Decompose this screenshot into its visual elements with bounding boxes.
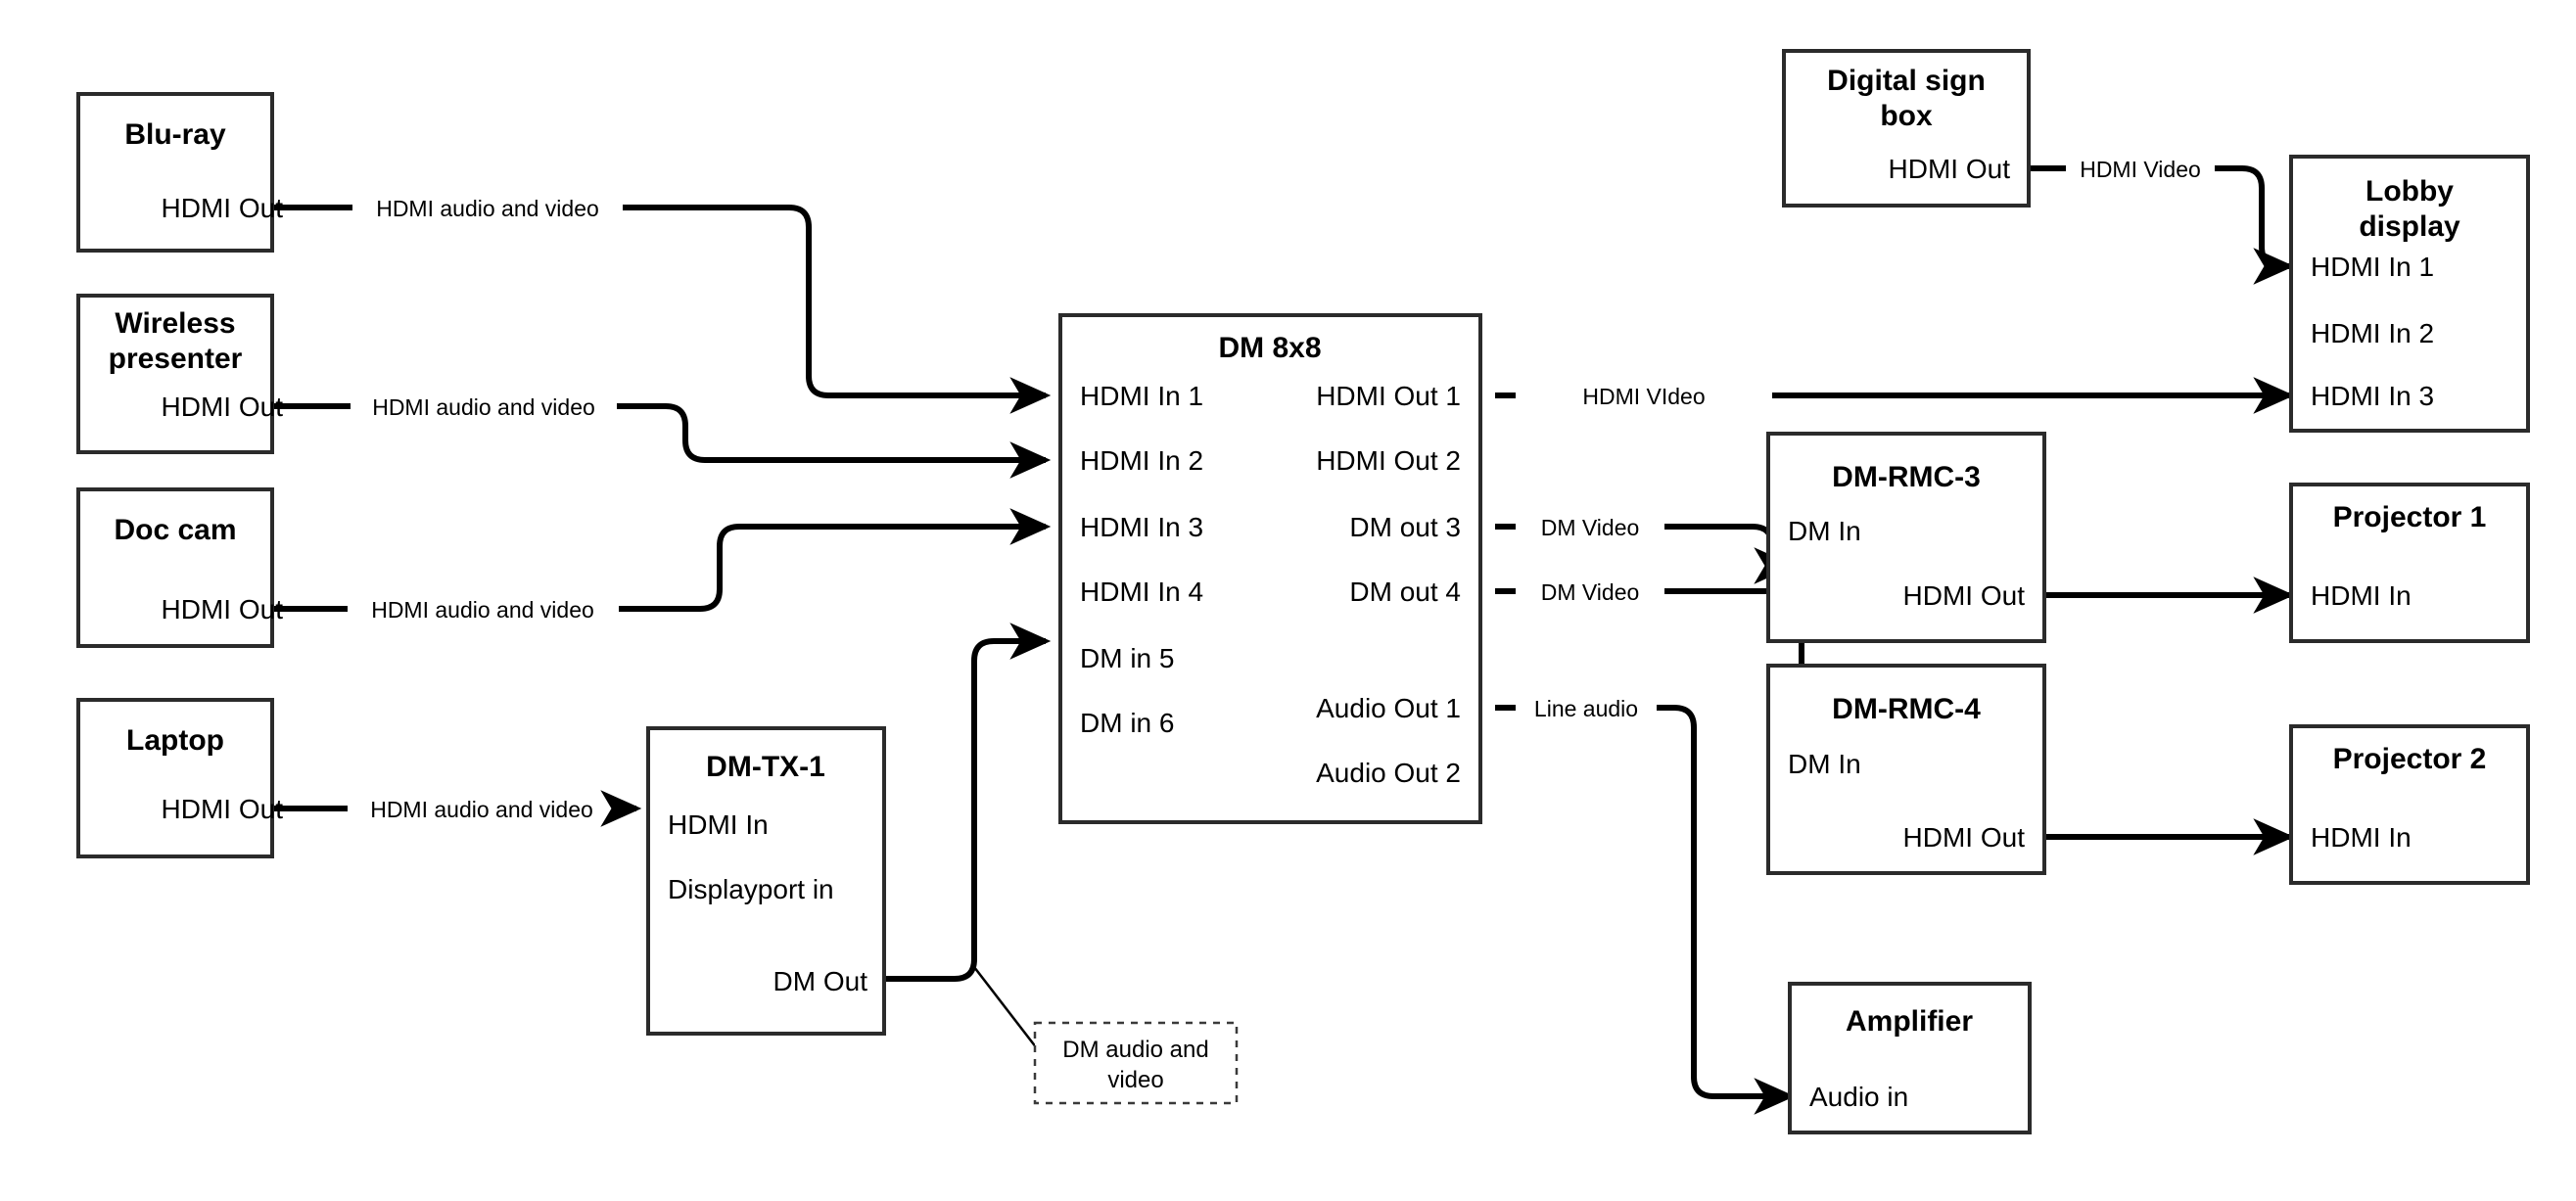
port-hdmi-out: HDMI Out	[162, 794, 284, 824]
block-title-line1: Wireless	[115, 307, 235, 340]
edge-label-line-audio: Line audio	[1534, 696, 1638, 721]
block-dm-8x8[interactable]: DM 8x8 HDMI In 1 HDMI In 2 HDMI In 3 HDM…	[1058, 313, 1482, 824]
wire-bluray-to-dm8x8-in1	[192, 205, 1046, 395]
edge-label-doccam: HDMI audio and video	[371, 597, 594, 623]
block-title-line2: box	[1880, 100, 1933, 132]
port-audio-in: Audio in	[1809, 1082, 1908, 1112]
edge-label-hdmi-out1: HDMI VIdeo	[1582, 384, 1705, 409]
block-projector-2[interactable]: Projector 2 HDMI In	[2289, 724, 2530, 885]
edge-label-dm-out3: DM Video	[1541, 515, 1640, 540]
block-dm-rmc-4[interactable]: DM-RMC-4 DM In HDMI Out	[1766, 664, 2046, 875]
leader-line-callout	[973, 966, 1041, 1053]
port-hdmi-out-2: HDMI Out 2	[1316, 445, 1461, 476]
port-hdmi-out: HDMI Out	[162, 392, 284, 422]
port-hdmi-in: HDMI In	[2311, 822, 2412, 853]
block-title: Laptop	[126, 724, 224, 757]
wire-dmtx1-to-dm8x8-in5	[884, 623, 1052, 982]
block-wireless-presenter[interactable]: Wireless presenter HDMI Out	[76, 294, 284, 454]
block-title: Projector 2	[2333, 743, 2487, 775]
port-hdmi-in-2: HDMI In 2	[2311, 318, 2434, 348]
port-dm-in-5: DM in 5	[1080, 643, 1174, 673]
port-audio-out-2: Audio Out 2	[1316, 758, 1461, 788]
block-projector-1[interactable]: Projector 1 HDMI In	[2289, 483, 2530, 643]
block-title: DM-RMC-3	[1832, 461, 1981, 493]
wire-signbox-to-lobby-in1	[2030, 165, 2289, 266]
port-hdmi-out: HDMI Out	[1903, 580, 2026, 611]
block-title: DM-TX-1	[706, 751, 825, 783]
block-doc-cam[interactable]: Doc cam HDMI Out	[76, 487, 284, 648]
block-bluray[interactable]: Blu-ray HDMI Out	[76, 92, 284, 253]
port-hdmi-in-3: HDMI In 3	[1080, 512, 1203, 542]
block-title: Amplifier	[1846, 1005, 1973, 1038]
edge-label-wireless: HDMI audio and video	[372, 394, 595, 420]
port-dm-out-3: DM out 3	[1349, 512, 1461, 542]
port-hdmi-in-3: HDMI In 3	[2311, 381, 2434, 411]
edge-label-laptop: HDMI audio and video	[370, 797, 593, 822]
block-lobby-display[interactable]: Lobby display HDMI In 1 HDMI In 2 HDMI I…	[2289, 155, 2530, 433]
block-title-line2: presenter	[109, 343, 243, 375]
port-hdmi-out-1: HDMI Out 1	[1316, 381, 1461, 411]
port-hdmi-in: HDMI In	[668, 809, 769, 840]
port-audio-out-1: Audio Out 1	[1316, 693, 1461, 723]
port-dm-in: DM In	[1788, 516, 1861, 546]
port-hdmi-in-4: HDMI In 4	[1080, 577, 1203, 607]
edge-label-signbox: HDMI Video	[2080, 157, 2201, 182]
wire-wireless-to-dm8x8-in2	[192, 403, 1046, 460]
block-title: Projector 1	[2333, 501, 2487, 533]
port-hdmi-out: HDMI Out	[162, 594, 284, 624]
edge-label-bluray: HDMI audio and video	[376, 196, 599, 221]
block-title-line1: Digital sign	[1827, 65, 1986, 97]
port-hdmi-in-1: HDMI In 1	[2311, 252, 2434, 282]
port-hdmi-in: HDMI In	[2311, 580, 2412, 611]
wire-dm8x8-audio-to-amp	[1495, 705, 1790, 1096]
callout-line2: video	[1107, 1067, 1163, 1093]
callout-line1: DM audio and	[1062, 1037, 1208, 1063]
block-title: Blu-ray	[124, 118, 226, 151]
port-hdmi-in-1: HDMI In 1	[1080, 381, 1203, 411]
wire-doccam-to-dm8x8-in3	[192, 527, 1046, 612]
port-displayport-in: Displayport in	[668, 874, 834, 904]
port-dm-out-4: DM out 4	[1349, 577, 1461, 607]
block-title-line2: display	[2359, 210, 2460, 243]
block-dm-rmc-3[interactable]: DM-RMC-3 DM In HDMI Out	[1766, 432, 2046, 643]
wire-dm8x8-out3-to-rmc3	[1495, 524, 1790, 566]
port-hdmi-out: HDMI Out	[1889, 154, 2011, 184]
block-title: Doc cam	[114, 514, 236, 546]
edge-label-dm-out4: DM Video	[1541, 579, 1640, 605]
block-title: DM 8x8	[1218, 332, 1321, 364]
block-amplifier[interactable]: Amplifier Audio in	[1788, 982, 2032, 1134]
port-dm-in-6: DM in 6	[1080, 708, 1174, 738]
callout-dm-audio-and-video: DM audio and video	[1033, 1021, 1239, 1105]
port-hdmi-out: HDMI Out	[1903, 822, 2026, 853]
block-laptop[interactable]: Laptop HDMI Out	[76, 698, 284, 858]
port-hdmi-out: HDMI Out	[162, 193, 284, 223]
block-title-line1: Lobby	[2365, 175, 2454, 208]
block-dm-tx-1[interactable]: DM-TX-1 HDMI In Displayport in DM Out	[646, 726, 886, 1036]
port-dm-in: DM In	[1788, 749, 1861, 779]
block-title: DM-RMC-4	[1832, 693, 1981, 725]
port-hdmi-in-2: HDMI In 2	[1080, 445, 1203, 476]
port-dm-out: DM Out	[773, 966, 868, 996]
block-digital-sign-box[interactable]: Digital sign box HDMI Out	[1782, 49, 2031, 208]
